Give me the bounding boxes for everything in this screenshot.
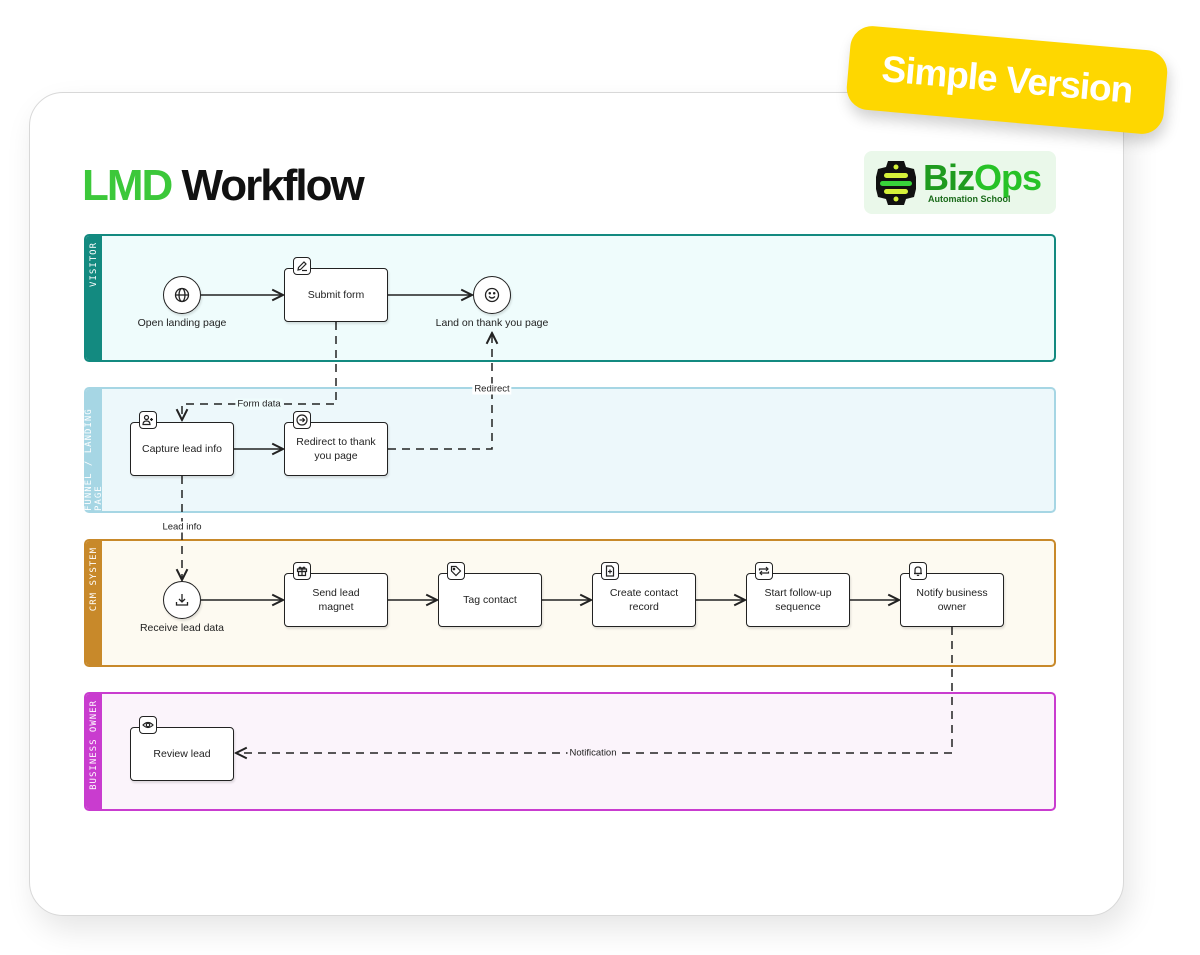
node-redirect-label: Redirect to thank you page — [296, 436, 376, 462]
globe-icon — [174, 287, 190, 303]
logo-name: BizOps — [923, 157, 1042, 199]
lane-visitor-header — [86, 236, 102, 360]
repeat-icon — [758, 566, 770, 576]
node-follow-up-badge — [755, 562, 773, 580]
node-follow-up-label: Start follow-up sequence — [764, 587, 832, 613]
node-create-record-badge — [601, 562, 619, 580]
lane-owner-header — [86, 694, 102, 809]
node-tag-contact-label: Tag contact — [463, 594, 517, 606]
node-capture-lead-label: Capture lead info — [142, 443, 222, 455]
node-notify-owner-label: Notify business owner — [916, 587, 988, 613]
node-create-record-label: Create contact record — [609, 587, 679, 613]
lane-visitor-label: VISITOR — [89, 242, 99, 287]
page-title: LMD Workflow — [82, 160, 365, 212]
version-badge-label: Simple Version — [880, 48, 1134, 111]
lane-owner-label: BUSINESS OWNER — [89, 700, 99, 790]
node-send-magnet-badge — [293, 562, 311, 580]
gift-icon — [296, 566, 308, 577]
node-follow-up[interactable]: Start follow-up sequence — [746, 562, 850, 627]
node-open-landing-label: Open landing page — [137, 317, 227, 329]
edge-label-notification: Notification — [567, 747, 619, 759]
node-capture-lead-badge — [139, 411, 157, 429]
download-icon — [175, 594, 189, 606]
node-tag-contact[interactable]: Tag contact — [438, 562, 542, 627]
node-notify-owner-badge — [909, 562, 927, 580]
pencil-icon — [297, 261, 307, 272]
user-plus-icon — [142, 414, 153, 426]
node-submit-form[interactable]: Submit form — [284, 257, 388, 322]
node-review-lead[interactable]: Review lead — [130, 716, 234, 781]
arrow-right-circle-icon — [296, 414, 308, 426]
node-land-thank-you-label: Land on thank you page — [435, 317, 549, 329]
node-submit-form-label: Submit form — [307, 289, 365, 301]
eye-icon — [142, 721, 154, 729]
logo-subtitle: Automation School — [928, 194, 1011, 204]
node-review-lead-badge — [139, 716, 157, 734]
title-accent: LMD — [82, 161, 173, 210]
node-tag-contact-badge — [447, 562, 465, 580]
logo-name-part1: Biz — [923, 157, 975, 198]
node-create-record[interactable]: Create contact record — [592, 562, 696, 627]
lane-crm-header — [86, 541, 102, 665]
node-capture-lead[interactable]: Capture lead info — [130, 411, 234, 476]
node-receive-lead-label: Receive lead data — [139, 622, 225, 634]
logo-name-part2: Ops — [974, 157, 1042, 198]
edge-label-lead-info: Lead info — [160, 521, 204, 533]
lane-visitor: VISITOR — [84, 234, 1056, 362]
bell-icon — [914, 566, 922, 577]
lane-funnel-label: FUNNEL / LANDING PAGE — [84, 408, 104, 511]
node-submit-form-badge — [293, 257, 311, 275]
node-open-landing[interactable] — [163, 276, 201, 314]
smile-icon — [484, 287, 500, 303]
node-redirect[interactable]: Redirect to thank you page — [284, 411, 388, 476]
logo-mark-icon — [876, 161, 916, 205]
node-land-thank-you[interactable] — [473, 276, 511, 314]
edge-label-redirect: Redirect — [472, 383, 512, 395]
bizops-logo: BizOps Automation School — [864, 151, 1056, 214]
node-review-lead-label: Review lead — [153, 748, 211, 760]
file-plus-icon — [605, 565, 615, 577]
node-redirect-badge — [293, 411, 311, 429]
edge-label-form-data: Form data — [235, 398, 283, 410]
node-send-magnet[interactable]: Send lead magnet — [284, 562, 388, 627]
lane-crm-label: CRM SYSTEM — [89, 547, 99, 612]
node-receive-lead[interactable] — [163, 581, 201, 619]
lane-funnel-header — [86, 389, 102, 511]
node-send-magnet-label: Send lead magnet — [312, 587, 360, 613]
tag-icon — [450, 565, 462, 577]
node-notify-owner[interactable]: Notify business owner — [900, 562, 1004, 627]
title-main: Workflow — [181, 161, 365, 210]
